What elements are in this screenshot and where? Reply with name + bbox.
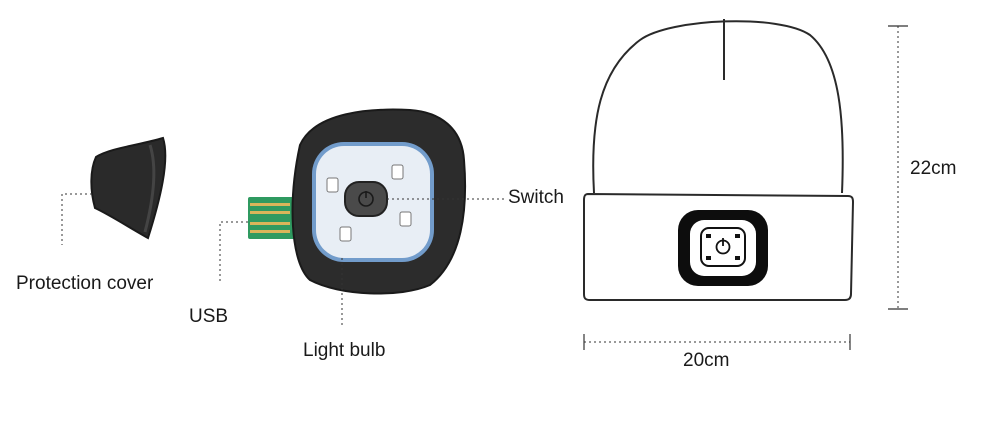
protection-cover-icon [90,136,167,240]
power-button-icon [678,210,768,286]
usb-label: USB [189,306,229,327]
usb-leader [219,221,248,282]
height-label: 22cm [910,158,957,179]
light-bulb-label: Light bulb [303,340,386,361]
switch-label: Switch [508,187,564,208]
width-dimension [583,334,851,350]
height-dimension [888,25,908,310]
protection-cover-label: Protection cover [16,273,154,294]
protection-cover-leader [61,193,92,245]
led-module-icon [291,108,467,295]
width-label: 20cm [683,350,730,371]
usb-connector-icon [248,197,296,239]
